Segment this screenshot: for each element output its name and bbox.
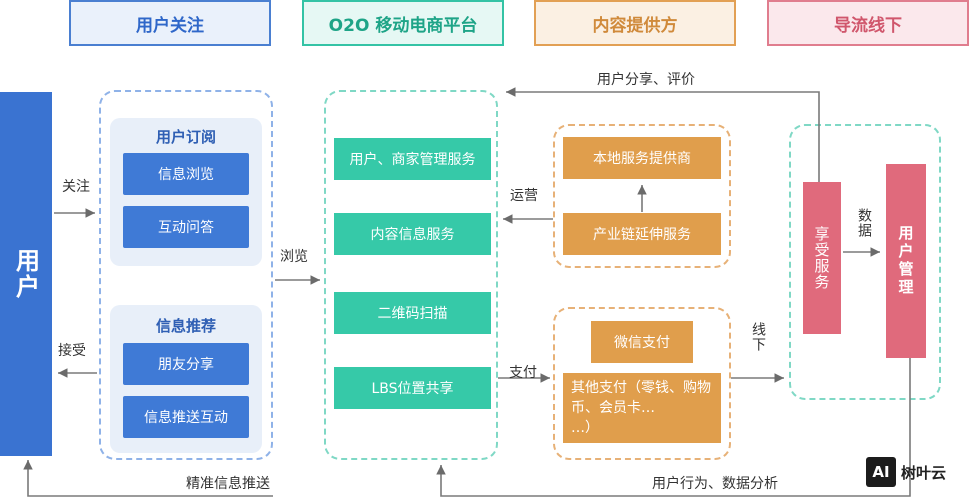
header-content-provider: 内容提供方	[534, 0, 736, 46]
platform-service: 二维码扫描	[334, 292, 491, 334]
recommend-item: 信息推送互动	[123, 396, 249, 438]
follow-label: 关注	[62, 179, 90, 195]
behavior-analysis-label: 用户行为、数据分析	[652, 476, 778, 492]
chain-service-box: 产业链延伸服务	[563, 213, 721, 255]
user-management-box: 用户管理	[886, 164, 926, 358]
operate-label: 运营	[510, 188, 538, 204]
wechat-pay-box: 微信支付	[591, 321, 693, 363]
local-provider-box: 本地服务提供商	[563, 137, 721, 179]
watermark-text: 树叶云	[901, 464, 947, 482]
pay-label: 支付	[509, 365, 537, 381]
enjoy-service-box: 享受服务	[803, 182, 841, 334]
share-review-arrow	[506, 87, 820, 182]
platform-service: LBS位置共享	[334, 367, 491, 409]
platform-service: 用户、商家管理服务	[334, 138, 491, 180]
accept-label: 接受	[58, 343, 86, 359]
user-management-label: 用户管理	[896, 225, 915, 297]
subscribe-item: 信息浏览	[123, 153, 249, 195]
data-label: 数据	[856, 208, 872, 238]
watermark-logo: AI	[866, 457, 896, 487]
share-review-label: 用户分享、评价	[597, 72, 695, 88]
header-offline: 导流线下	[767, 0, 969, 46]
provider-container	[553, 124, 731, 268]
enjoy-service-label: 享受服务	[812, 226, 831, 290]
subscribe-title: 用户订阅	[155, 128, 216, 146]
offline-container	[789, 124, 941, 400]
recommend-item: 朋友分享	[123, 343, 249, 385]
behavior-analysis-arrow	[436, 358, 911, 497]
user-bar: 用户	[0, 92, 52, 456]
user-bar-label: 用户	[11, 248, 40, 300]
header-o2o-platform: O2O 移动电商平台	[302, 0, 504, 46]
header-user-focus: 用户关注	[69, 0, 271, 46]
browse-label: 浏览	[280, 249, 308, 265]
recommend-title: 信息推荐	[155, 317, 216, 335]
platform-container	[324, 90, 498, 460]
platform-service: 内容信息服务	[334, 213, 491, 255]
precise-push-label: 精准信息推送	[186, 476, 270, 492]
subscribe-item: 互动问答	[123, 206, 249, 248]
precise-push-arrow	[23, 460, 273, 497]
other-pay-box: 其他支付（零钱、购物币、会员卡… …）	[563, 373, 721, 443]
payment-container	[553, 307, 731, 460]
offline-label: 线下	[750, 322, 766, 352]
user-focus-container	[99, 90, 273, 460]
